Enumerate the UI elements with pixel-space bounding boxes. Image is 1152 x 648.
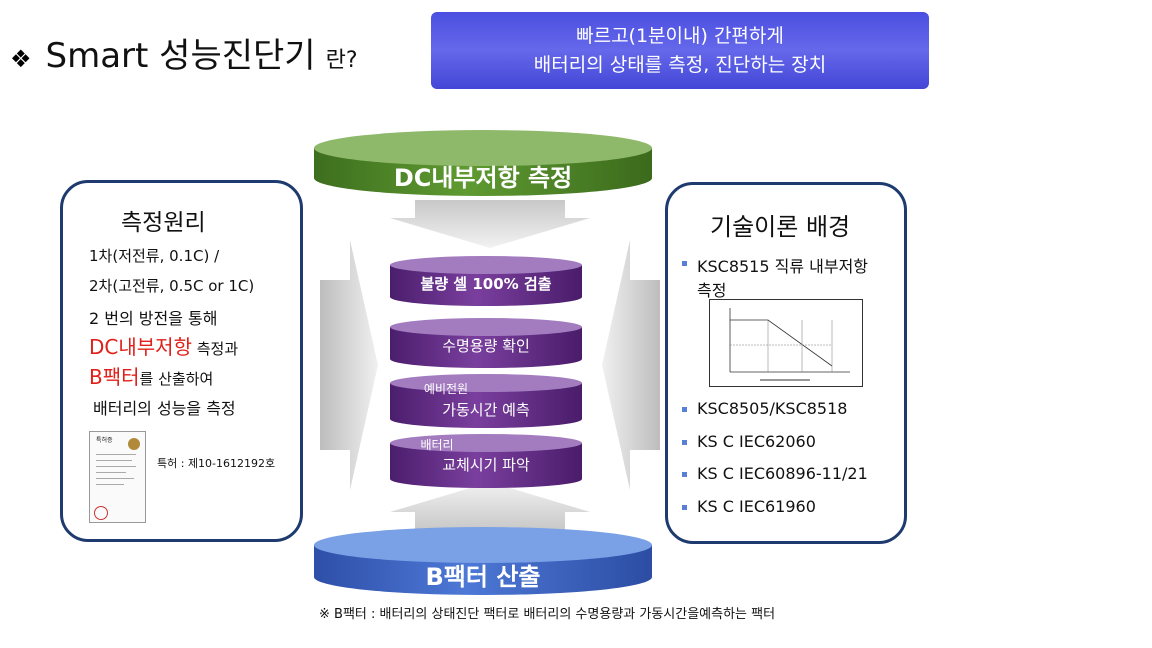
square-bullet-icon <box>682 440 687 445</box>
arrow-right-icon <box>320 240 378 490</box>
seal-icon <box>128 438 140 450</box>
reference-item-label: KS C IEC60896-11/21 <box>697 464 868 483</box>
lifetime-capacity-label: 수명용량 확인 <box>442 337 530 355</box>
runtime-prediction-label: 가동시간 예측 <box>442 401 530 419</box>
reference-item: KS C IEC61960 <box>682 497 816 516</box>
square-bullet-icon <box>682 407 687 412</box>
dc-resistance-highlight: DC내부저항 <box>89 335 192 359</box>
stamp-icon <box>94 506 108 520</box>
arrow-up-icon <box>390 482 590 530</box>
runtime-prediction-small: 예비전원 <box>423 382 469 396</box>
reference-item: KS C IEC62060 <box>682 432 816 451</box>
arrow-left-icon <box>602 240 660 490</box>
replacement-timing-small: 배터리 <box>420 438 454 452</box>
discharge-graph-image <box>709 299 863 387</box>
b-factor-disc: B팩터 산출 <box>314 527 652 595</box>
converging-arrows <box>320 200 660 530</box>
runtime-prediction-disc: 예비전원 가동시간 예측 <box>390 374 582 428</box>
page-title-main: Smart 성능진단기 <box>45 36 316 76</box>
patent-certificate-image: 특허증 <box>89 431 146 523</box>
patent-number: 특허 : 제10-1612192호 <box>157 457 276 470</box>
reference-item-label: KSC8515 직류 내부저항 <box>697 257 869 276</box>
definition-banner: 빠르고(1분이내) 간편하게 배터리의 상태를 측정, 진단하는 장치 <box>431 12 929 89</box>
replacement-timing-disc: 배터리 교체시기 파악 <box>390 434 582 488</box>
principle-line-5: B팩터를 산출하여 <box>89 361 213 390</box>
banner-line-2: 배터리의 상태를 측정, 진단하는 장치 <box>533 53 827 76</box>
square-bullet-icon <box>682 505 687 510</box>
b-factor-highlight: B팩터 <box>89 365 140 389</box>
page-title: ❖ Smart 성능진단기 란? <box>10 28 358 77</box>
reference-item: KSC8505/KSC8518 <box>682 399 847 418</box>
defect-detection-disc: 불량 셀 100% 검출 <box>390 256 582 306</box>
defect-detection-label: 불량 셀 100% 검출 <box>420 275 552 293</box>
arrow-down-icon <box>390 200 590 248</box>
principle-line-4-rest: 측정과 <box>191 340 239 358</box>
principle-line-2: 2차(고전류, 0.5C or 1C) <box>89 277 255 295</box>
measurement-principle-title: 측정원리 <box>121 210 206 236</box>
principle-line-4: DC내부저항 측정과 <box>89 331 238 360</box>
reference-item: KS C IEC60896-11/21 <box>682 464 868 483</box>
principle-line-5-rest: 를 산출하여 <box>139 370 214 388</box>
b-factor-footnote: ※ B팩터 : 배터리의 상태진단 팩터로 배터리의 수명용량과 가동시간을예측… <box>319 607 776 622</box>
reference-item: KSC8515 직류 내부저항 측정 <box>682 253 868 301</box>
principle-line-3: 2 번의 방전을 통해 <box>89 309 218 328</box>
b-factor-label: B팩터 산출 <box>425 563 541 591</box>
dc-resistance-label: DC내부저항 측정 <box>393 164 573 192</box>
technical-background-box: 기술이론 배경 KSC8515 직류 내부저항 측정 KSC8505/KSC85… <box>665 182 907 544</box>
banner-line-1: 빠르고(1분이내) 간편하게 <box>576 24 784 47</box>
square-bullet-icon <box>682 472 687 477</box>
principle-line-1: 1차(저전류, 0.1C) / <box>89 247 220 265</box>
measurement-principle-box: 측정원리 1차(저전류, 0.1C) / 2차(고전류, 0.5C or 1C)… <box>60 180 303 542</box>
dc-resistance-disc: DC내부저항 측정 <box>314 130 652 196</box>
diamond-bullet-icon: ❖ <box>10 45 32 73</box>
certificate-heading: 특허증 <box>96 437 113 444</box>
reference-item-label-cont: 측정 <box>697 281 727 300</box>
reference-item-label: KSC8505/KSC8518 <box>697 399 848 418</box>
reference-item-label: KS C IEC62060 <box>697 432 816 451</box>
square-bullet-icon <box>682 261 687 266</box>
reference-item-label: KS C IEC61960 <box>697 497 816 516</box>
technical-background-title: 기술이론 배경 <box>710 213 851 241</box>
page-title-suffix: 란? <box>325 48 358 73</box>
principle-line-6: 배터리의 성능을 측정 <box>93 399 236 418</box>
replacement-timing-label: 교체시기 파악 <box>442 456 530 474</box>
lifetime-capacity-disc: 수명용량 확인 <box>390 318 582 368</box>
